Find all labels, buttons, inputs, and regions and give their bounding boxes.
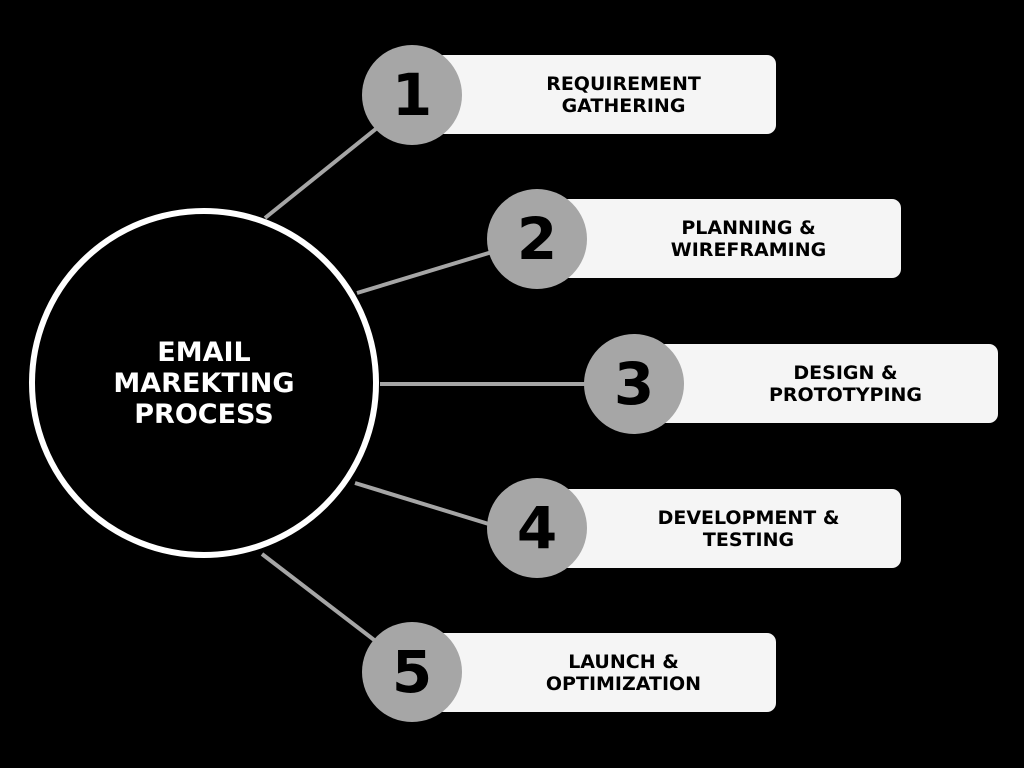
step-4-box: DEVELOPMENT &TESTING [560,489,901,568]
step-label: GATHERING [561,94,686,117]
connector-4 [354,481,493,527]
step-label: PROTOTYPING [768,383,923,406]
hub-circle: EMAIL MAREKTING PROCESS [29,208,379,558]
step-4-number: 4 [487,478,587,578]
hub-title-line: EMAIL [157,336,251,368]
step-2-box: PLANNING &WIREFRAMING [560,199,901,278]
hub-title: EMAIL MAREKTING PROCESS [113,337,294,430]
step-label: PLANNING & [681,216,816,239]
connector-5 [260,552,384,648]
connector-2 [356,250,493,295]
hub-title-line: MAREKTING [113,367,295,399]
step-label: TESTING [702,528,795,551]
step-5-number: 5 [362,622,462,722]
step-label: OPTIMIZATION [545,672,702,695]
connector-1 [263,122,384,220]
step-3-box: DESIGN &PROTOTYPING [657,344,998,423]
step-2-number: 2 [487,189,587,289]
step-label: DEVELOPMENT & [657,506,840,529]
step-3-number: 3 [584,334,684,434]
step-1-number: 1 [362,45,462,145]
step-label: LAUNCH & [568,650,679,673]
step-label: WIREFRAMING [670,238,827,261]
step-5-box: LAUNCH &OPTIMIZATION [435,633,776,712]
hub-title-line: PROCESS [134,398,274,430]
step-label: REQUIREMENT [546,72,701,95]
step-label: DESIGN & [793,361,898,384]
